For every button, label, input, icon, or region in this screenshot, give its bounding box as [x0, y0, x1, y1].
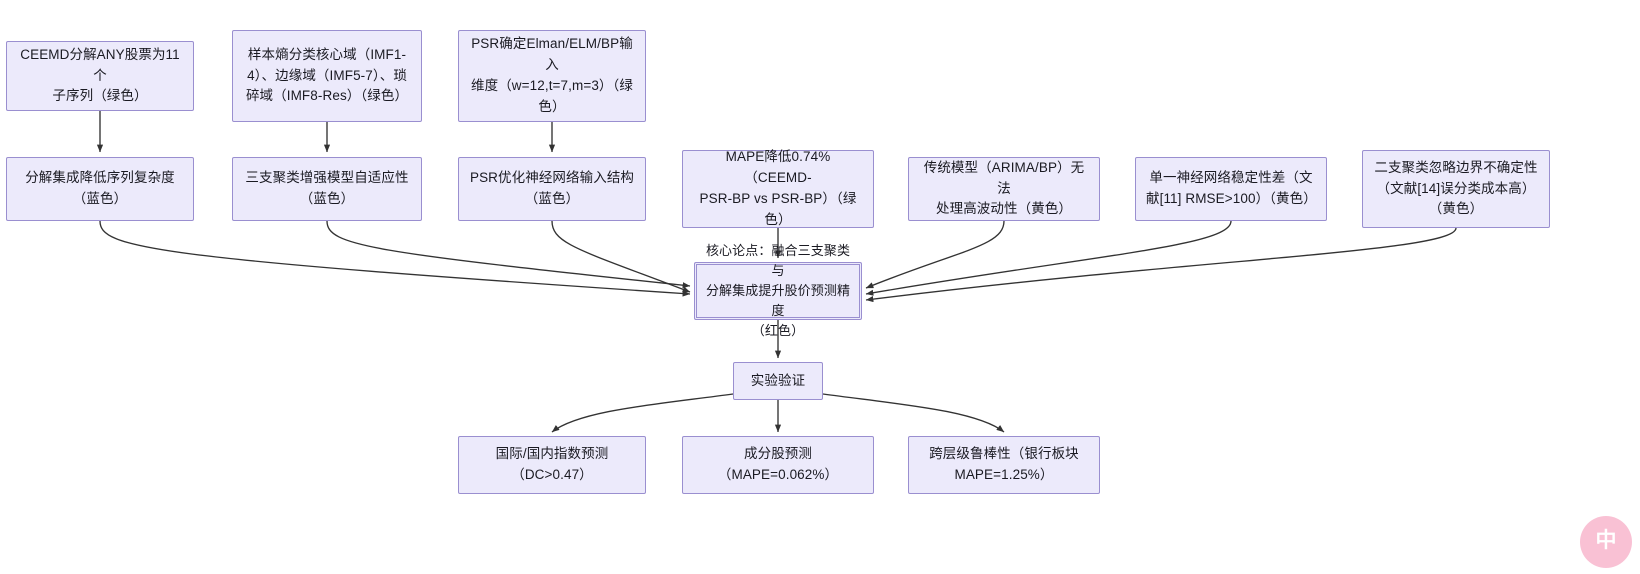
node-label: PSR优化神经网络输入结构 （蓝色）: [469, 170, 635, 206]
node-label: 二支聚类忽略边界不确定性 （文献[14]误分类成本高） （黄色）: [1374, 159, 1538, 217]
node-single-network-instability[interactable]: 单一神经网络稳定性差（文 献[11] RMSE>100）（黄色）: [1135, 157, 1327, 221]
node-traditional-model-limitation[interactable]: 传统模型（ARIMA/BP）无法 处理高波动性（黄色）: [908, 157, 1100, 221]
node-label: CEEMD分解ANY股票为11个 子序列（绿色）: [20, 46, 180, 104]
edge-n8-core: [865, 220, 1005, 289]
node-label: 三支聚类增强模型自适应性 （蓝色）: [245, 170, 409, 206]
edge-exp-r1: [551, 393, 734, 433]
node-label: 单一神经网络稳定性差（文 献[11] RMSE>100）（黄色）: [1146, 170, 1317, 206]
node-result-constituent-stock-forecast[interactable]: 成分股预测 （MAPE=0.062%）: [682, 436, 874, 494]
watermark-glyph: 中: [1595, 528, 1617, 552]
edge-n5-core: [326, 220, 691, 289]
node-label: 样本熵分类核心域（IMF1- 4）、边缘域（IMF5-7）、琐 碎域（IMF8-…: [245, 46, 409, 104]
node-label: 国际/国内指数预测 （DC>0.47）: [495, 446, 609, 482]
node-ceemd-decomposition[interactable]: CEEMD分解ANY股票为11个 子序列（绿色）: [6, 41, 194, 111]
edge-n9-core: [865, 220, 1232, 296]
edge-n4-core: [99, 220, 691, 297]
node-label: 核心论点：融合三支聚类与 分解集成提升股价预测精度 （红色）: [705, 242, 851, 339]
node-mape-reduction-evidence[interactable]: MAPE降低0.74%（CEEMD- PSR-BP vs PSR-BP）（绿 色…: [682, 149, 874, 228]
node-decomposition-reduces-complexity[interactable]: 分解集成降低序列复杂度 （蓝色）: [6, 157, 194, 221]
node-experiment-validation[interactable]: 实验验证: [733, 362, 823, 400]
node-result-cross-level-robustness[interactable]: 跨层级鲁棒性（银行板块 MAPE=1.25%）: [908, 436, 1100, 494]
node-label: 实验验证: [750, 372, 806, 388]
node-label: 跨层级鲁棒性（银行板块 MAPE=1.25%）: [929, 446, 1079, 482]
edge-n6-core: [551, 220, 691, 293]
node-label: 成分股预测 （MAPE=0.062%）: [717, 446, 839, 482]
node-label: 传统模型（ARIMA/BP）无法 处理高波动性（黄色）: [923, 159, 1085, 217]
node-label: 分解集成降低序列复杂度 （蓝色）: [25, 170, 175, 206]
node-psr-optimizes-network-input[interactable]: PSR优化神经网络输入结构 （蓝色）: [458, 157, 646, 221]
node-sample-entropy-classification[interactable]: 样本熵分类核心域（IMF1- 4）、边缘域（IMF5-7）、琐 碎域（IMF8-…: [232, 30, 422, 122]
node-label: PSR确定Elman/ELM/BP输入 维度（w=12,t=7,m=3）（绿 色…: [471, 36, 633, 114]
watermark-badge: 中: [1580, 516, 1632, 568]
node-result-index-forecast[interactable]: 国际/国内指数预测 （DC>0.47）: [458, 436, 646, 494]
node-three-way-clustering-adaptivity[interactable]: 三支聚类增强模型自适应性 （蓝色）: [232, 157, 422, 221]
edge-exp-r3: [822, 393, 1005, 433]
node-two-way-clustering-limitation[interactable]: 二支聚类忽略边界不确定性 （文献[14]误分类成本高） （黄色）: [1362, 150, 1550, 228]
edge-n10-core: [865, 227, 1457, 303]
node-core-thesis[interactable]: 核心论点：融合三支聚类与 分解集成提升股价预测精度 （红色）: [694, 243, 862, 338]
node-label: MAPE降低0.74%（CEEMD- PSR-BP vs PSR-BP）（绿 色…: [699, 149, 857, 227]
node-psr-input-dimension[interactable]: PSR确定Elman/ELM/BP输入 维度（w=12,t=7,m=3）（绿 色…: [458, 30, 646, 122]
